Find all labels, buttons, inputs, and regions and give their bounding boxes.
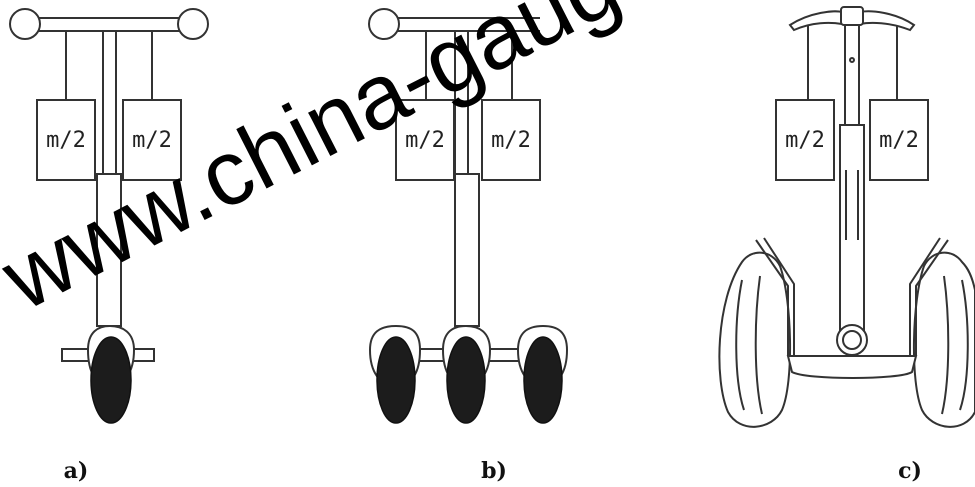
vehicle-b: m/2 m/2 xyxy=(368,8,569,424)
mass-label-right-a: m/2 xyxy=(132,128,172,153)
tire-right-b xyxy=(523,336,563,424)
mass-box-right-c xyxy=(869,99,929,181)
mass-box-left-a xyxy=(36,99,96,181)
mass-label-left-a: m/2 xyxy=(46,128,86,153)
handlebar-hub-c xyxy=(840,6,864,26)
handle-grip-left-a xyxy=(9,8,41,40)
mass-label-left-b: m/2 xyxy=(405,128,445,153)
mass-box-left-c xyxy=(775,99,835,181)
caption-a: a) xyxy=(64,458,89,484)
fender-left-c xyxy=(755,237,795,358)
tire-a xyxy=(90,336,132,424)
wheel-left-c xyxy=(718,251,792,428)
mass-label-left-c: m/2 xyxy=(785,128,825,153)
vehicle-a: m/2 m/2 xyxy=(9,8,209,424)
lower-column-c xyxy=(839,124,865,336)
mass-box-left-b xyxy=(395,99,455,181)
mass-label-right-c: m/2 xyxy=(879,128,919,153)
pivot-c xyxy=(836,324,868,356)
upper-column-c xyxy=(844,24,860,126)
caption-b: b) xyxy=(481,458,507,484)
wheel-right-c xyxy=(912,251,975,428)
fender-right-c xyxy=(909,237,949,358)
caption-c: c) xyxy=(898,458,922,484)
mass-box-right-b xyxy=(481,99,541,181)
mass-label-right-b: m/2 xyxy=(491,128,531,153)
handle-grip-left-b xyxy=(368,8,400,40)
vehicle-c: m/2 m/2 xyxy=(718,6,975,428)
steering-column-a xyxy=(102,30,117,175)
tire-left-b xyxy=(376,336,416,424)
mass-box-right-a xyxy=(122,99,182,181)
tire-center-b xyxy=(446,336,486,424)
platform-c xyxy=(786,355,918,379)
lower-column-b xyxy=(454,173,480,327)
handle-grip-right-a xyxy=(177,8,209,40)
